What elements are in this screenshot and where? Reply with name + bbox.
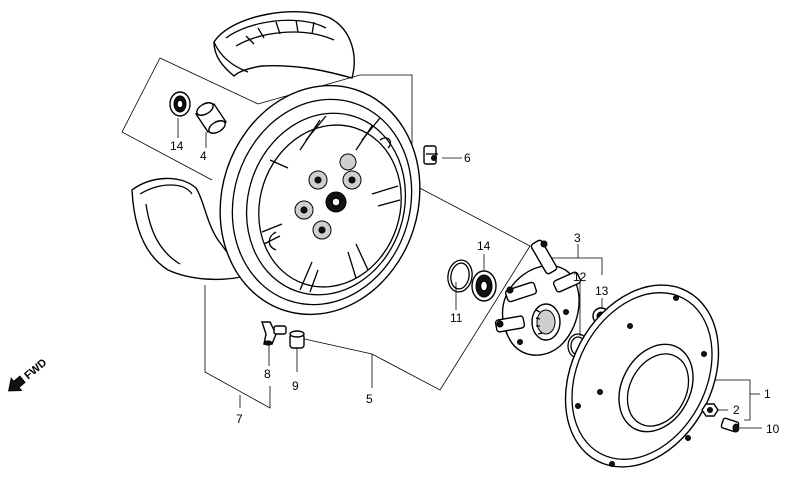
leader-lines xyxy=(121,57,762,429)
o-ring-left xyxy=(447,259,473,293)
callout-9: 9 xyxy=(292,379,299,393)
wheel-rim xyxy=(219,84,421,316)
nut xyxy=(701,403,719,417)
callout-8: 8 xyxy=(264,367,271,381)
final-driven-flange xyxy=(494,239,582,356)
callout-1: 1 xyxy=(764,387,771,401)
bolt xyxy=(720,417,740,433)
fwd-arrow-indicator: FWD xyxy=(8,357,49,392)
callout-11: 11 xyxy=(450,311,463,325)
callout-2: 2 xyxy=(733,403,740,417)
callout-14-left: 14 xyxy=(170,139,184,153)
callout-14-right: 14 xyxy=(477,239,491,253)
grease-fitting-elbow xyxy=(261,321,287,346)
valve-stem xyxy=(423,145,438,165)
callout-labels: 14 4 6 14 3 12 13 11 8 9 5 7 1 2 10 xyxy=(170,139,780,436)
bearing-right xyxy=(471,270,497,302)
callout-5: 5 xyxy=(366,392,373,406)
cap xyxy=(289,330,305,349)
distance-collar xyxy=(194,102,228,134)
callout-12: 12 xyxy=(573,270,587,284)
bearing-left xyxy=(169,91,191,117)
callout-13: 13 xyxy=(595,284,609,298)
fwd-label: FWD xyxy=(22,357,49,382)
callout-6: 6 xyxy=(464,151,471,165)
callout-7: 7 xyxy=(236,412,243,426)
callout-10: 10 xyxy=(766,422,780,436)
callout-4: 4 xyxy=(200,149,207,163)
fwd-arrow-icon xyxy=(8,375,26,392)
rear-disc xyxy=(564,284,720,468)
callout-3: 3 xyxy=(574,231,581,245)
tire-upper-half xyxy=(213,11,355,79)
